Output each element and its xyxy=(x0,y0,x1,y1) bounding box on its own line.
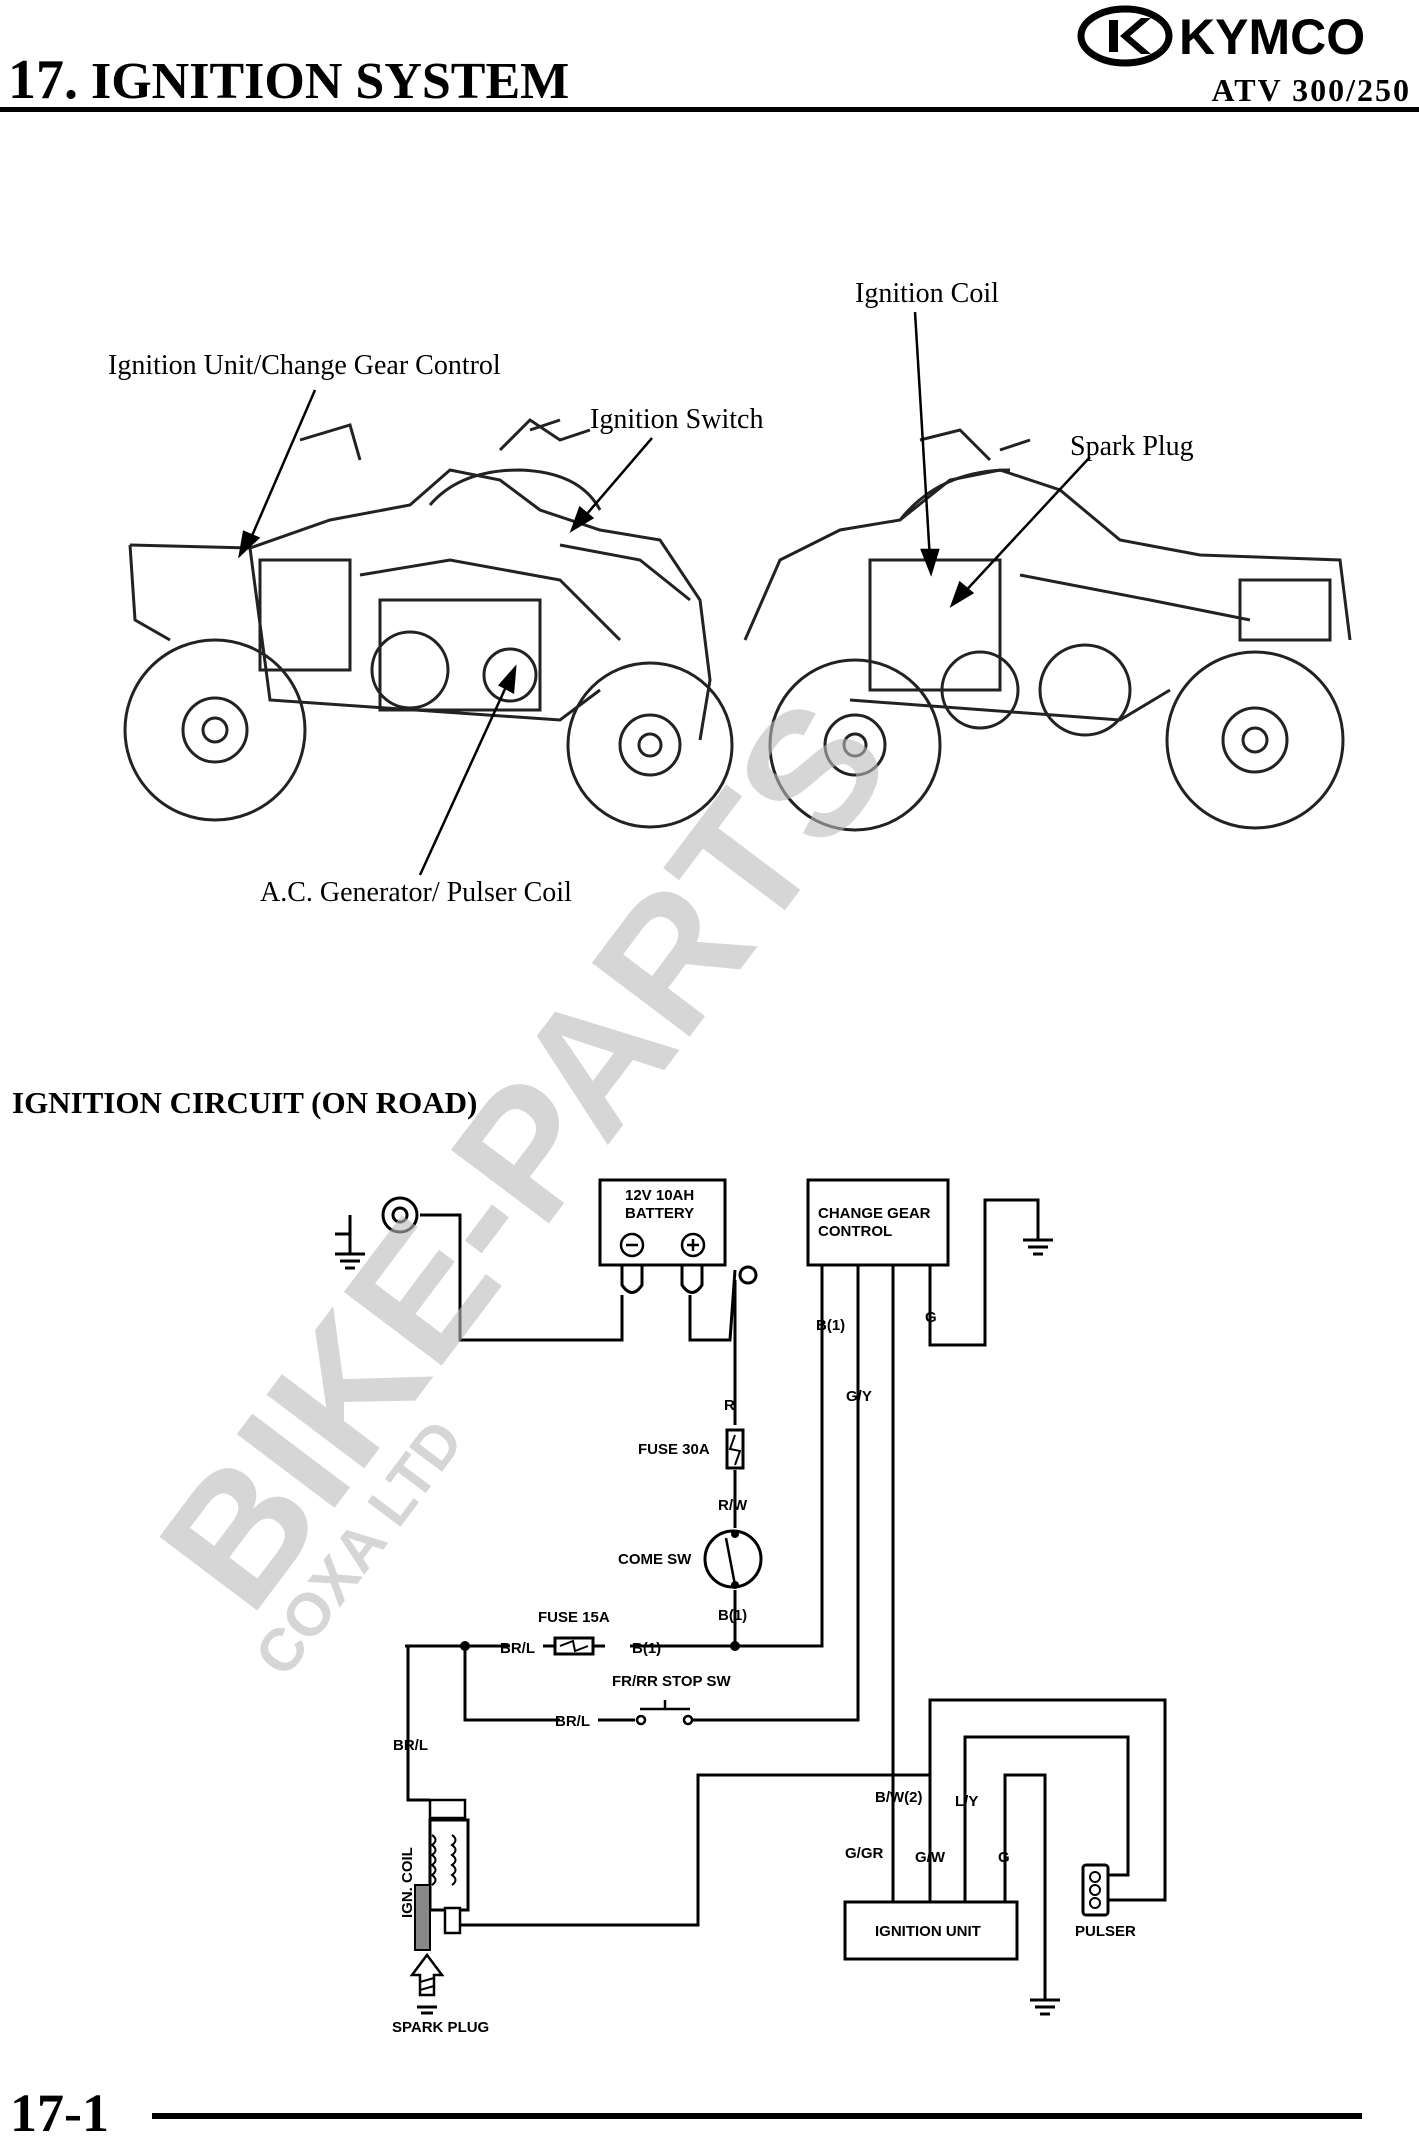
callout-ac-generator: A.C. Generator/ Pulser Coil xyxy=(260,877,572,908)
wire-g-top: G xyxy=(925,1309,937,1326)
circuit-wires xyxy=(335,1198,1167,2000)
come-switch: COME SW xyxy=(618,1529,763,1589)
fuse-15a: FUSE 15A xyxy=(460,1609,740,1656)
wire-bw2: B/W(2) xyxy=(875,1789,923,1806)
wire-r: R xyxy=(724,1397,735,1414)
spark-plug: SPARK PLUG xyxy=(392,1952,489,2036)
wire-b1-fuse: B(1) xyxy=(632,1640,661,1657)
change-gear-label-1: CHANGE GEAR xyxy=(818,1205,931,1222)
wire-ly: L/Y xyxy=(955,1793,978,1810)
stop-sw-label: FR/RR STOP SW xyxy=(612,1673,731,1690)
fuse-30a: FUSE 30A xyxy=(638,1428,745,1470)
page-number: 17-1 xyxy=(10,2083,109,2143)
change-gear-label-2: CONTROL xyxy=(818,1223,892,1240)
battery-label-1: 12V 10AH xyxy=(625,1187,694,1204)
callout-ignition-coil: Ignition Coil xyxy=(855,278,999,309)
fuse15-label: FUSE 15A xyxy=(538,1609,610,1626)
callout-arrows xyxy=(238,311,1091,876)
wire-b1-mid: B(1) xyxy=(718,1607,747,1624)
callout-ignition-unit: Ignition Unit/Change Gear Control xyxy=(108,350,501,381)
battery-label-2: BATTERY xyxy=(625,1205,694,1222)
header-rule xyxy=(0,107,1419,112)
come-sw-label: COME SW xyxy=(618,1551,692,1568)
battery-terminal-ring xyxy=(381,1196,758,1285)
pulser-label: PULSER xyxy=(1075,1923,1136,1940)
battery: 12V 10AH BATTERY xyxy=(598,1178,727,1294)
model-label: ATV 300/250 xyxy=(1211,72,1411,108)
atv-figure xyxy=(123,311,1352,876)
callout-spark-plug: Spark Plug xyxy=(1070,431,1194,462)
callout-ignition-switch: Ignition Switch xyxy=(590,404,764,435)
change-gear-control: CHANGE GEAR CONTROL xyxy=(806,1178,950,1267)
wire-b1-top: B(1) xyxy=(816,1317,845,1334)
ignition-coil: IGN. COIL xyxy=(399,1798,470,1951)
spark-plug-label: SPARK PLUG xyxy=(392,2019,489,2036)
wire-gy: G/Y xyxy=(846,1388,872,1405)
atv-left-wheels xyxy=(123,638,734,829)
chapter-title: 17. IGNITION SYSTEM xyxy=(8,48,569,112)
pulser: PULSER xyxy=(1075,1863,1136,1940)
fr-rr-stop-switch: FR/RR STOP SW xyxy=(598,1673,731,1726)
ground-symbols xyxy=(335,1238,1060,2016)
footer-rule xyxy=(152,2113,1362,2119)
wire-brl-coil: BR/L xyxy=(393,1737,428,1754)
wire-brl-fuse: BR/L xyxy=(500,1640,535,1657)
ignition-unit-label: IGNITION UNIT xyxy=(875,1923,981,1940)
circuit-section-title: IGNITION CIRCUIT (ON ROAD) xyxy=(12,1085,478,1120)
chapter-title-text: IGNITION SYSTEM xyxy=(91,53,570,110)
wire-brl-sw: BR/L xyxy=(555,1713,590,1730)
atv-left-drawing xyxy=(128,418,712,741)
wire-gw: G/W xyxy=(915,1849,946,1866)
wire-labels: R R/W B(1) B(1) B(1) G G/Y BR/L BR/L BR/… xyxy=(393,1309,1010,1866)
wire-rw: R/W xyxy=(718,1497,748,1514)
atv-right-wheels xyxy=(768,650,1345,832)
ignition-unit: IGNITION UNIT xyxy=(843,1900,1019,1961)
wire-ggr: G/GR xyxy=(845,1845,884,1862)
atv-right-drawing xyxy=(743,428,1352,737)
kymco-logo: KYMCO xyxy=(1075,2,1415,75)
wire-g-unit: G xyxy=(998,1849,1010,1866)
ign-coil-label: IGN. COIL xyxy=(399,1847,416,1918)
brand-text: KYMCO xyxy=(1179,9,1365,65)
watermark-main: BIKE-PARTS xyxy=(121,665,927,1643)
fuse30-label: FUSE 30A xyxy=(638,1441,710,1458)
chapter-number: 17. xyxy=(8,49,78,111)
